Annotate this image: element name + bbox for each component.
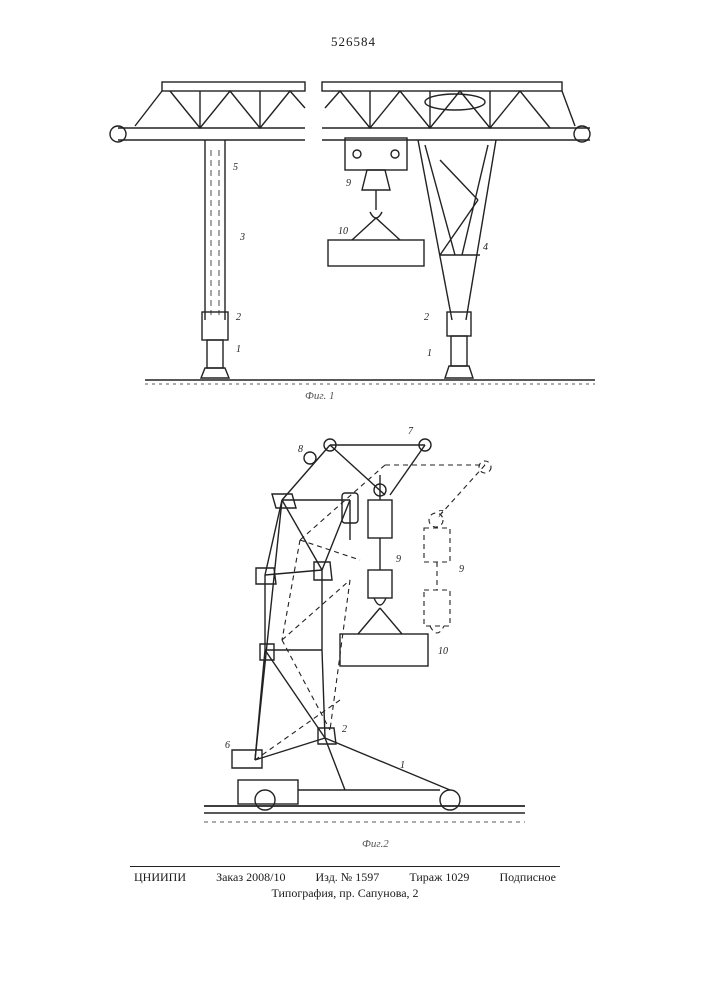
svg-text:2: 2: [424, 312, 429, 323]
svg-text:7: 7: [408, 426, 414, 437]
footer-print-run: Тираж 1029: [409, 870, 469, 885]
svg-text:10: 10: [438, 646, 448, 657]
svg-text:9: 9: [346, 178, 351, 189]
svg-text:8: 8: [298, 444, 303, 455]
svg-text:1: 1: [427, 348, 432, 359]
footer-printing-house: Типография, пр. Сапунова, 2: [130, 885, 560, 901]
footer-row: ЦНИИПИ Заказ 2008/10 Изд. № 1597 Тираж 1…: [130, 867, 560, 885]
svg-text:9: 9: [459, 564, 464, 575]
svg-text:1: 1: [236, 344, 241, 355]
footer-order: Заказ 2008/10: [216, 870, 285, 885]
footer-edition: Изд. № 1597: [316, 870, 380, 885]
svg-text:9: 9: [396, 554, 401, 565]
svg-text:3: 3: [239, 232, 245, 243]
svg-text:7: 7: [438, 509, 444, 520]
svg-text:2: 2: [342, 724, 347, 735]
figure-1-caption: Фиг. 1: [305, 390, 335, 402]
figure-1-drawing: [110, 82, 595, 384]
publication-footer: ЦНИИПИ Заказ 2008/10 Изд. № 1597 Тираж 1…: [130, 866, 560, 901]
figure-2-caption: Фиг.2: [362, 838, 389, 850]
svg-text:5: 5: [233, 162, 238, 173]
footer-org: ЦНИИПИ: [134, 870, 186, 885]
figure-2-drawing: [204, 439, 525, 822]
svg-text:2: 2: [236, 312, 241, 323]
svg-text:1: 1: [400, 760, 405, 771]
svg-text:6: 6: [225, 740, 230, 751]
footer-subscription: Подписное: [499, 870, 556, 885]
svg-text:4: 4: [483, 242, 488, 253]
svg-text:10: 10: [338, 226, 348, 237]
